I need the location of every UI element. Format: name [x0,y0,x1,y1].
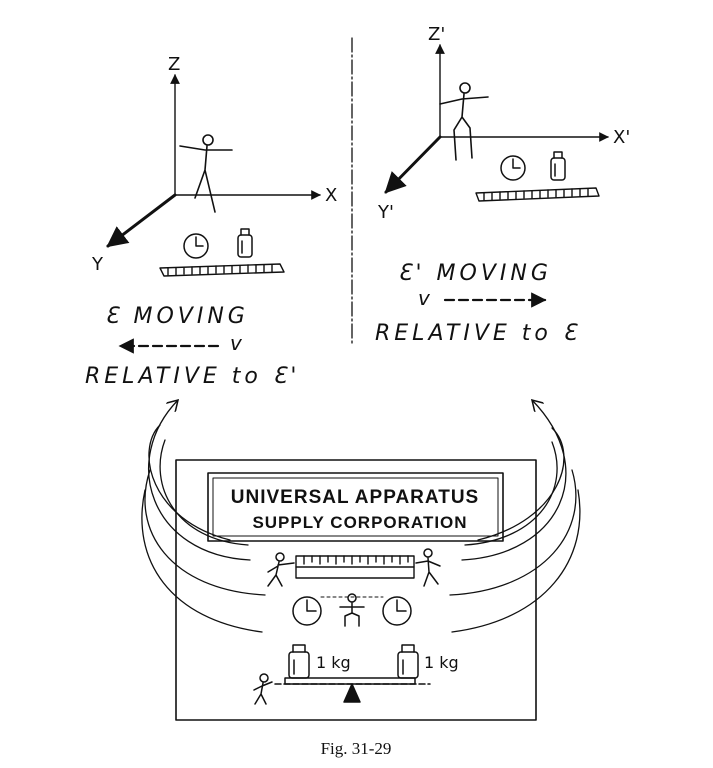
right-weight-icon [550,151,566,181]
right-axis-x-label: X' [613,127,630,148]
right-axes: Z' X' Y' [377,24,630,223]
right-frame: Z' X' Y' Ɛ' MOVING v RELATIVE to Ɛ [375,24,630,346]
left-weight-icon [237,228,253,258]
box-bottom-stick-figure [253,673,273,705]
left-observer-figure [179,134,233,213]
left-meter-stick [159,263,285,277]
box-left-clock-icon [292,596,322,626]
box-right-stick-figure [415,548,441,587]
right-observer-figure [439,82,489,161]
left-axis-x-label: X [325,185,337,206]
left-velocity-label: v [230,331,246,355]
box-left-weight-label: 1 kg [316,653,351,672]
left-frame-relative-label: RELATIVE to Ɛ' [85,364,300,389]
right-clock-icon [500,155,526,181]
box-left-stick-figure [267,552,295,587]
right-meter-stick [475,187,600,202]
left-axis-z-label: Z [168,54,180,75]
left-frame: Z X Y Ɛ MOVING v RELATIVE to Ɛ' [85,54,337,389]
box-meter-stick [295,555,415,579]
left-frame-moving-label: Ɛ MOVING [105,304,249,329]
right-frame-moving-label: Ɛ' MOVING [398,261,552,286]
right-frame-relative-label: RELATIVE to Ɛ [375,321,580,346]
right-velocity-label: v [418,286,434,310]
sign-plate: UNIVERSAL APPARATUS SUPPLY CORPORATION [207,472,504,542]
box-right-clock-icon [382,596,412,626]
apparatus-box [175,459,537,721]
right-axis-z-label: Z' [428,24,445,45]
box-center-stick-figure [339,593,365,627]
figure-caption: Fig. 31-29 [321,739,392,758]
left-axes: Z X Y [91,54,337,275]
sign-line-1: UNIVERSAL APPARATUS [231,487,479,508]
right-curved-arrows [449,400,581,633]
sign-line-2: SUPPLY CORPORATION [252,513,467,532]
left-axis-y-label: Y [91,254,104,275]
box-left-weight-icon [288,644,310,679]
left-curved-arrows [141,400,266,633]
box-right-weight-icon [397,644,419,679]
box-right-weight-label: 1 kg [424,653,459,672]
left-clock-icon [183,233,209,259]
right-axis-y-label: Y' [377,202,394,223]
balance-scale [274,677,431,703]
